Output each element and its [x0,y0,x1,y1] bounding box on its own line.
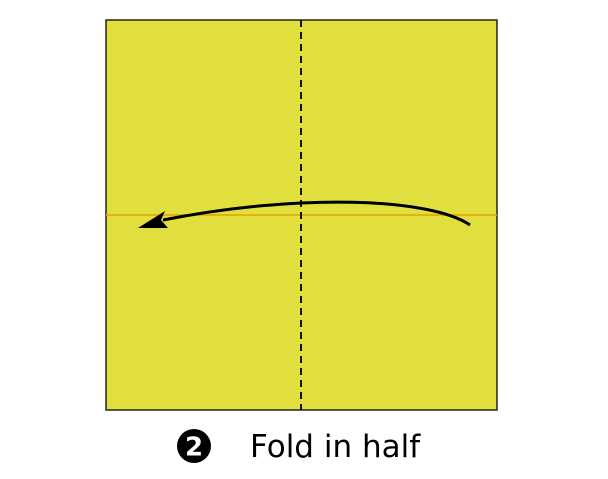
step-badge [177,429,211,463]
step-number: 2 [185,433,203,463]
fold-arrow-head-icon [138,211,168,228]
fold-arrow-curve [162,200,471,227]
step-caption: Fold in half [250,429,421,465]
